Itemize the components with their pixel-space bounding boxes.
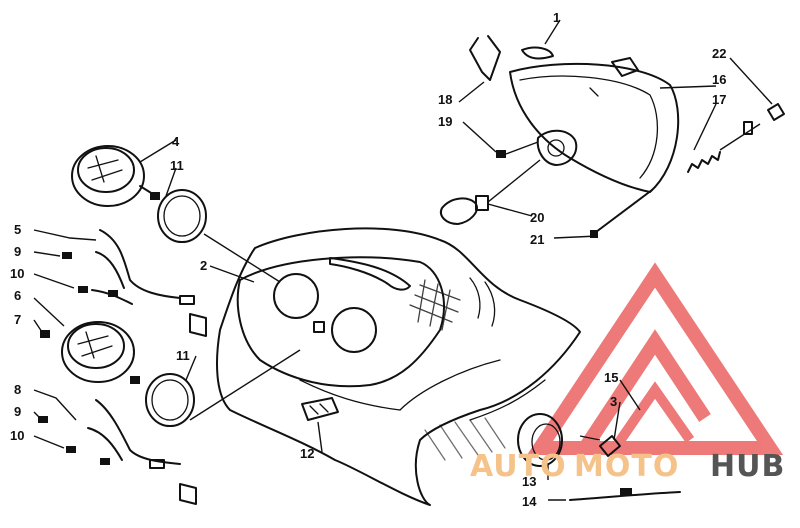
watermark-logo <box>526 262 784 455</box>
wire-harness-upper <box>62 229 207 337</box>
callout-11-lower: 11 <box>176 348 190 363</box>
callout-9-lower: 9 <box>14 404 21 419</box>
callout-9-upper: 9 <box>14 244 21 259</box>
callout-19: 19 <box>438 114 452 129</box>
callout-1: 1 <box>553 10 560 25</box>
callout-8: 8 <box>14 382 21 397</box>
watermark-part-auto: AUTO <box>470 449 567 484</box>
callout-21: 21 <box>530 232 544 247</box>
leader-lines <box>33 19 773 501</box>
callout-14: 14 <box>522 494 537 509</box>
callout-4: 4 <box>172 134 180 149</box>
headlight-housing <box>509 46 680 193</box>
screw-21 <box>590 189 653 238</box>
callout-18: 18 <box>438 92 452 107</box>
bezel-ring-lower <box>145 373 195 427</box>
callout-6: 6 <box>14 288 21 303</box>
callout-16: 16 <box>712 72 726 87</box>
callout-17: 17 <box>712 92 726 107</box>
callout-20: 20 <box>530 210 544 225</box>
callout-7: 7 <box>14 312 21 327</box>
watermark-part-hub: HUB <box>710 449 785 484</box>
headlight-bulb <box>440 159 541 225</box>
wire-clip <box>469 35 501 81</box>
speedometer-gauge <box>71 145 160 207</box>
callout-2: 2 <box>200 258 207 273</box>
callout-13: 13 <box>522 474 536 489</box>
callout-22: 22 <box>712 46 726 61</box>
indicator-lamp <box>301 397 339 421</box>
callout-5: 5 <box>14 222 21 237</box>
callout-12: 12 <box>300 446 314 461</box>
callout-labels: 1 2 3 4 5 6 7 8 9 9 10 10 11 11 12 13 14… <box>10 10 726 509</box>
callout-10-upper: 10 <box>10 266 24 281</box>
wire-harness-lower <box>38 399 197 505</box>
watermark-text: AUTO MOTO HUB <box>470 449 785 484</box>
screw-19 <box>496 141 539 158</box>
cable-14 <box>569 488 681 501</box>
socket-assembly <box>517 413 621 467</box>
tachometer-gauge <box>40 321 140 384</box>
callout-15: 15 <box>604 370 618 385</box>
callout-11-upper: 11 <box>170 158 184 173</box>
watermark-part-moto: MOTO <box>574 449 679 484</box>
callout-10-lower: 10 <box>10 428 24 443</box>
callout-3: 3 <box>610 394 617 409</box>
adjuster-spring <box>687 103 785 173</box>
bezel-ring-upper <box>157 189 207 243</box>
